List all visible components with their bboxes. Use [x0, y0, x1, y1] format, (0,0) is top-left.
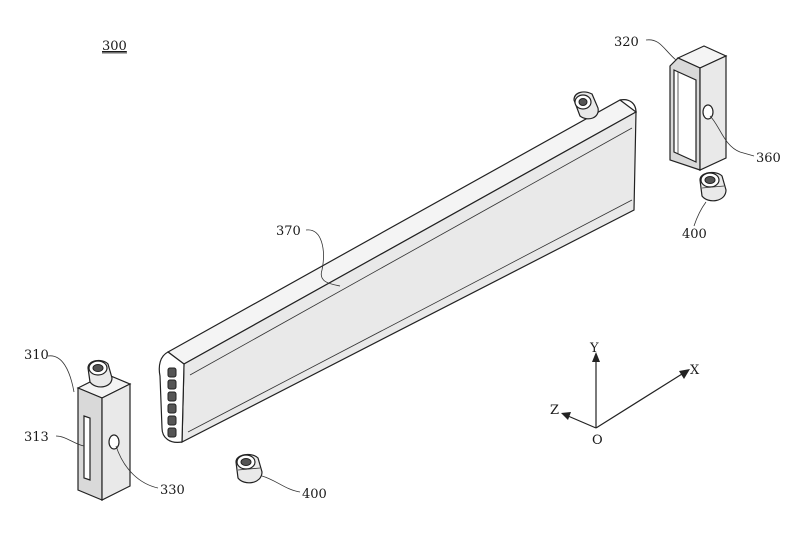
coordinate-axes: Y X Z O [550, 341, 700, 448]
axis-origin-label: O [592, 433, 603, 448]
hole-left-icon [108, 434, 120, 450]
label-end-cap-right: 320 [614, 35, 639, 50]
axis-z-label: Z [550, 403, 559, 418]
hole-right-icon [702, 104, 714, 120]
label-slot: 313 [24, 430, 49, 445]
label-connector-right: 400 [682, 227, 707, 242]
end-cap-left [76, 373, 132, 501]
axis-y-label: Y [589, 341, 599, 356]
label-hole-left: 330 [160, 483, 185, 498]
figure-number: 300 [102, 39, 127, 54]
connector-right [699, 171, 727, 202]
label-tube: 370 [276, 224, 301, 239]
connector-left-top [87, 359, 113, 388]
end-cap-right [669, 45, 728, 171]
tube-channels [167, 367, 177, 438]
connector-top [573, 91, 599, 120]
slot-icon [83, 415, 91, 481]
label-connector-left: 400 [302, 487, 327, 502]
connector-left [235, 453, 263, 484]
axis-x-label: X [690, 363, 700, 378]
flat-tube [158, 99, 638, 443]
label-end-cap-left: 310 [24, 348, 49, 363]
label-hole-right: 360 [756, 151, 781, 166]
